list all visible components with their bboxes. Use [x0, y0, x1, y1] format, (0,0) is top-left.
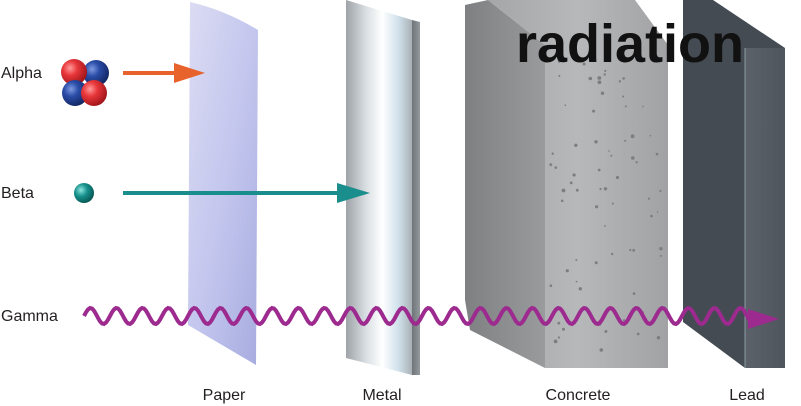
concrete-speckle: [610, 154, 613, 157]
concrete-speckle: [600, 91, 605, 95]
gamma-wave-arrow: [82, 305, 779, 329]
concrete-speckle: [578, 287, 582, 291]
concrete-speckle: [635, 161, 638, 164]
concrete-speckle: [650, 214, 653, 218]
metal-plate-front: [346, 0, 412, 375]
concrete-speckle: [655, 152, 659, 156]
beta-arrow: [123, 183, 370, 203]
concrete-front: [488, 0, 668, 368]
concrete-speckle: [557, 321, 561, 325]
concrete-speckle: [561, 188, 566, 193]
alpha-particle-icon: [61, 59, 109, 106]
concrete-speckle: [595, 205, 599, 209]
concrete-speckle: [624, 105, 627, 108]
concrete-speckle: [575, 258, 578, 261]
paper-barrier: [188, 2, 258, 365]
gamma-wave: [82, 305, 754, 327]
concrete-speckle: [582, 62, 586, 66]
concrete-speckle: [554, 166, 558, 169]
concrete-speckle: [588, 76, 593, 81]
concrete-speckle: [575, 280, 578, 283]
concrete-speckle: [603, 187, 608, 191]
concrete-speckle: [594, 140, 598, 144]
concrete-speckle: [560, 199, 564, 203]
concrete-speckle: [604, 69, 607, 72]
concrete-speckle: [631, 156, 635, 160]
alpha-label: Alpha: [1, 65, 42, 82]
concrete-speckle: [597, 168, 601, 172]
concrete-speckle: [622, 95, 625, 98]
beta-particle-icon: [74, 183, 94, 203]
lead-barrier: [683, 0, 785, 368]
metal-label: Metal: [362, 387, 401, 404]
alpha-arrow: [123, 63, 205, 83]
concrete-speckle: [549, 163, 553, 167]
concrete-speckle: [558, 74, 561, 77]
concrete-speckle: [630, 134, 635, 139]
concrete-speckle: [649, 134, 652, 137]
concrete-speckle: [615, 175, 620, 180]
concrete-speckle: [599, 348, 604, 352]
concrete-speckle: [553, 339, 558, 344]
concrete-speckle: [562, 327, 565, 331]
concrete-speckle: [599, 187, 602, 191]
concrete-speckle: [622, 319, 626, 322]
concrete-speckle: [592, 109, 596, 113]
concrete-speckle: [594, 261, 598, 265]
concrete-speckle: [565, 269, 569, 273]
metal-barrier: [346, 0, 420, 375]
lead-front: [745, 48, 785, 368]
alpha-arrow-head: [174, 63, 205, 83]
paper-label: Paper: [203, 387, 246, 404]
concrete-speckle: [549, 284, 553, 288]
concrete-speckle: [629, 248, 632, 252]
concrete-speckle: [603, 73, 606, 76]
concrete-speckle: [604, 225, 606, 227]
beta-label: Beta: [1, 185, 34, 202]
concrete-speckle: [597, 76, 602, 80]
concrete-speckle: [636, 332, 640, 336]
concrete-speckle: [611, 202, 614, 205]
gamma-label: Gamma: [1, 308, 58, 325]
gamma-arrow-head: [748, 309, 779, 329]
lead-label: Lead: [729, 387, 765, 404]
concrete-speckle: [659, 254, 662, 257]
concrete-speckle: [632, 292, 636, 295]
concrete-speckle: [611, 252, 614, 256]
concrete-barrier: [465, 0, 668, 368]
concrete-speckle: [557, 336, 561, 339]
concrete-speckle: [572, 173, 576, 177]
concrete-label: Concrete: [546, 387, 611, 404]
paper-sheet: [188, 2, 258, 365]
concrete-speckle: [647, 197, 651, 200]
concrete-speckle: [656, 211, 659, 213]
concrete-speckle: [608, 150, 610, 152]
concrete-side: [465, 0, 545, 368]
concrete-speckle: [575, 188, 579, 192]
beta-arrow-head: [337, 183, 370, 203]
concrete-speckle: [574, 143, 578, 147]
concrete-speckle: [622, 77, 625, 80]
concrete-speckle: [557, 60, 561, 63]
concrete-speckle: [564, 104, 567, 106]
concrete-speckle: [618, 80, 622, 83]
concrete-speckle: [604, 330, 608, 333]
concrete-speckles: [549, 60, 663, 352]
metal-plate-edge: [412, 20, 420, 375]
concrete-speckle: [642, 105, 644, 108]
concrete-speckle: [624, 139, 627, 142]
concrete-speckle: [659, 247, 663, 251]
concrete-speckle: [569, 181, 573, 185]
concrete-speckle: [597, 80, 602, 85]
concrete-speckle: [656, 336, 661, 340]
diagram-title: radiation: [516, 14, 744, 74]
concrete-speckle: [632, 248, 636, 252]
concrete-speckle: [551, 152, 554, 155]
concrete-speckle: [659, 189, 662, 192]
